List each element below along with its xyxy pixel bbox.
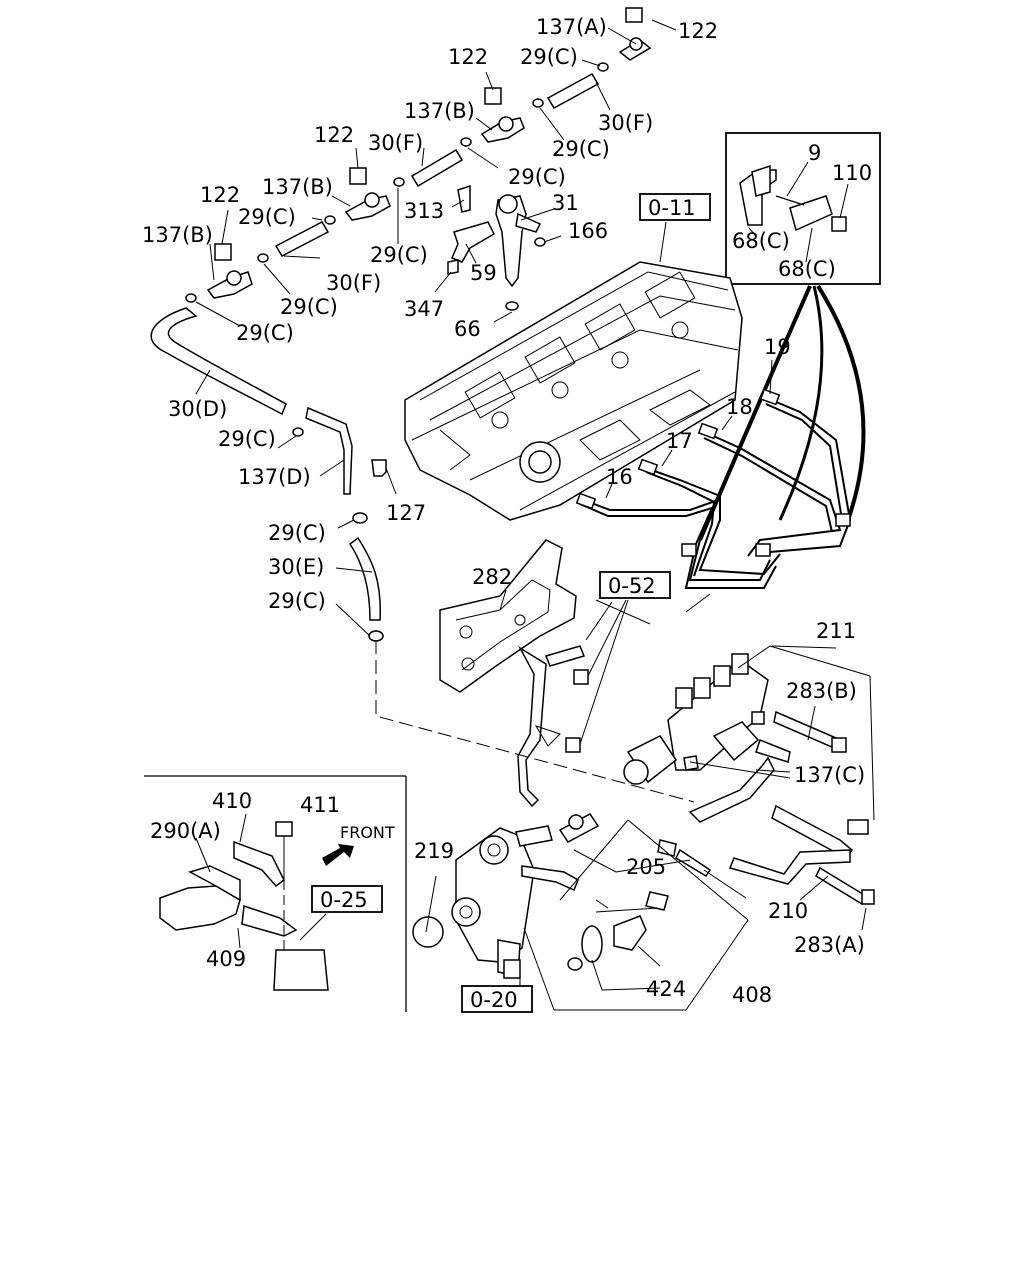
label-290a: 290(A) xyxy=(150,819,221,843)
label-424: 424 xyxy=(646,977,686,1001)
label-17: 17 xyxy=(666,429,693,453)
ref-0-20: 0-20 xyxy=(470,988,518,1012)
bracket-282 xyxy=(439,539,651,808)
bracket-inset xyxy=(698,132,881,541)
injection-pipes xyxy=(575,221,852,589)
label-137b-3: 137(B) xyxy=(142,223,213,247)
label-19: 19 xyxy=(764,335,791,359)
cylinder-head xyxy=(404,261,743,521)
label-30f-2: 30(F) xyxy=(368,131,423,155)
ref-0-52: 0-52 xyxy=(608,574,656,598)
label-30f-1: 30(F) xyxy=(598,111,653,135)
front-label: FRONT xyxy=(340,823,395,842)
label-282: 282 xyxy=(472,565,512,589)
label-29c-9: 29(C) xyxy=(268,521,326,545)
label-29c-top: 29(C) xyxy=(520,45,578,69)
label-411: 411 xyxy=(300,793,340,817)
label-30d: 30(D) xyxy=(168,397,227,421)
label-210: 210 xyxy=(768,899,808,923)
label-283b: 283(B) xyxy=(786,679,857,703)
label-313: 313 xyxy=(404,199,444,223)
fuel-rail xyxy=(623,593,875,859)
label-18: 18 xyxy=(726,395,753,419)
leak-off-hoses xyxy=(150,7,677,642)
label-31: 31 xyxy=(552,191,579,215)
label-110: 110 xyxy=(832,161,872,185)
label-30e: 30(E) xyxy=(268,555,324,579)
label-410: 410 xyxy=(212,789,252,813)
label-137d: 137(D) xyxy=(238,465,311,489)
label-29c-5: 29(C) xyxy=(370,243,428,267)
label-408: 408 xyxy=(732,983,772,1007)
label-16: 16 xyxy=(606,465,633,489)
label-137a: 137(A) xyxy=(536,15,607,39)
label-122-d: 122 xyxy=(200,183,240,207)
label-347: 347 xyxy=(404,297,444,321)
label-29c-7: 29(C) xyxy=(236,321,294,345)
label-122-b: 122 xyxy=(448,45,488,69)
ref-0-11: 0-11 xyxy=(648,196,696,220)
label-9: 9 xyxy=(808,141,821,165)
label-29c-3: 29(C) xyxy=(508,165,566,189)
label-68c-1: 68(C) xyxy=(732,229,790,253)
label-409: 409 xyxy=(206,947,246,971)
label-137c: 137(C) xyxy=(794,763,865,787)
label-30f-3: 30(F) xyxy=(326,271,381,295)
label-29c-2: 29(C) xyxy=(552,137,610,161)
label-29c-4: 29(C) xyxy=(238,205,296,229)
map-sensor-inset xyxy=(144,775,407,1012)
label-29c-8: 29(C) xyxy=(218,427,276,451)
ref-0-25: 0-25 xyxy=(320,888,368,912)
label-219: 219 xyxy=(414,839,454,863)
label-68c-2: 68(C) xyxy=(778,257,836,281)
injector xyxy=(434,184,562,323)
label-29c-10: 29(C) xyxy=(268,589,326,613)
label-122-a: 122 xyxy=(678,19,718,43)
label-122-c: 122 xyxy=(314,123,354,147)
label-283a: 283(A) xyxy=(794,933,865,957)
label-29c-6: 29(C) xyxy=(280,295,338,319)
label-137b-2: 137(B) xyxy=(262,175,333,199)
label-66: 66 xyxy=(454,317,481,341)
label-127: 127 xyxy=(386,501,426,525)
label-59: 59 xyxy=(470,261,497,285)
label-211: 211 xyxy=(816,619,856,643)
label-166: 166 xyxy=(568,219,608,243)
fuel-pump xyxy=(375,640,875,1011)
label-205: 205 xyxy=(626,855,666,879)
label-137b-1: 137(B) xyxy=(404,99,475,123)
reference-boxes: 0-11 0-52 0-25 0-20 xyxy=(311,193,711,1013)
callout-labels: 137(A) 122 122 29(C) 137(B) 30(F) 29(C) … xyxy=(142,15,872,1007)
